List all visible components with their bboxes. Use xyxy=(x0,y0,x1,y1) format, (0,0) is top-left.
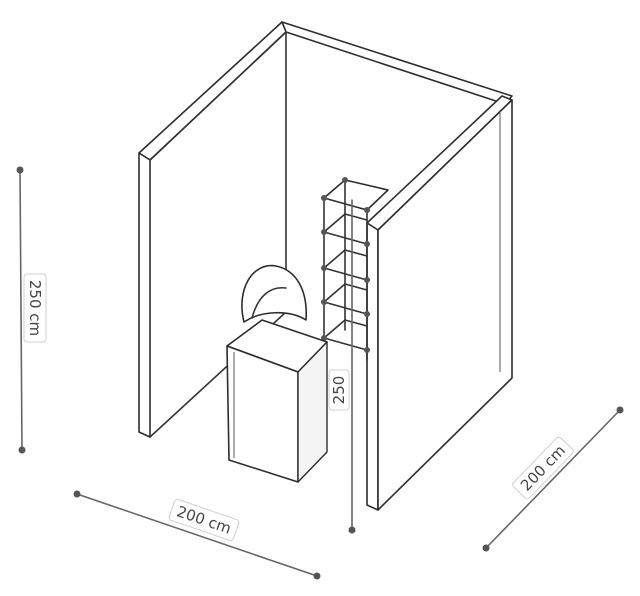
depth-label: 200 cm xyxy=(517,442,569,495)
shelf-unit xyxy=(321,177,389,361)
height-label-group: 250 cm xyxy=(23,273,47,343)
shelf-height-label: 250 xyxy=(330,376,348,405)
height-label: 250 cm xyxy=(26,280,44,336)
counter-cabinet xyxy=(226,319,328,483)
left-wall xyxy=(138,21,287,438)
width-dimension xyxy=(73,490,321,580)
depth-dimension xyxy=(482,406,624,552)
chair xyxy=(241,264,307,323)
right-wall xyxy=(366,95,513,511)
depth-label-group: 200 cm xyxy=(512,436,574,500)
width-label: 200 cm xyxy=(174,502,233,537)
width-label-group: 200 cm xyxy=(168,498,240,542)
height-dimension xyxy=(16,166,26,454)
shelf-height-label-group: 250 xyxy=(328,369,350,411)
shelf-height-dimension xyxy=(348,199,356,534)
